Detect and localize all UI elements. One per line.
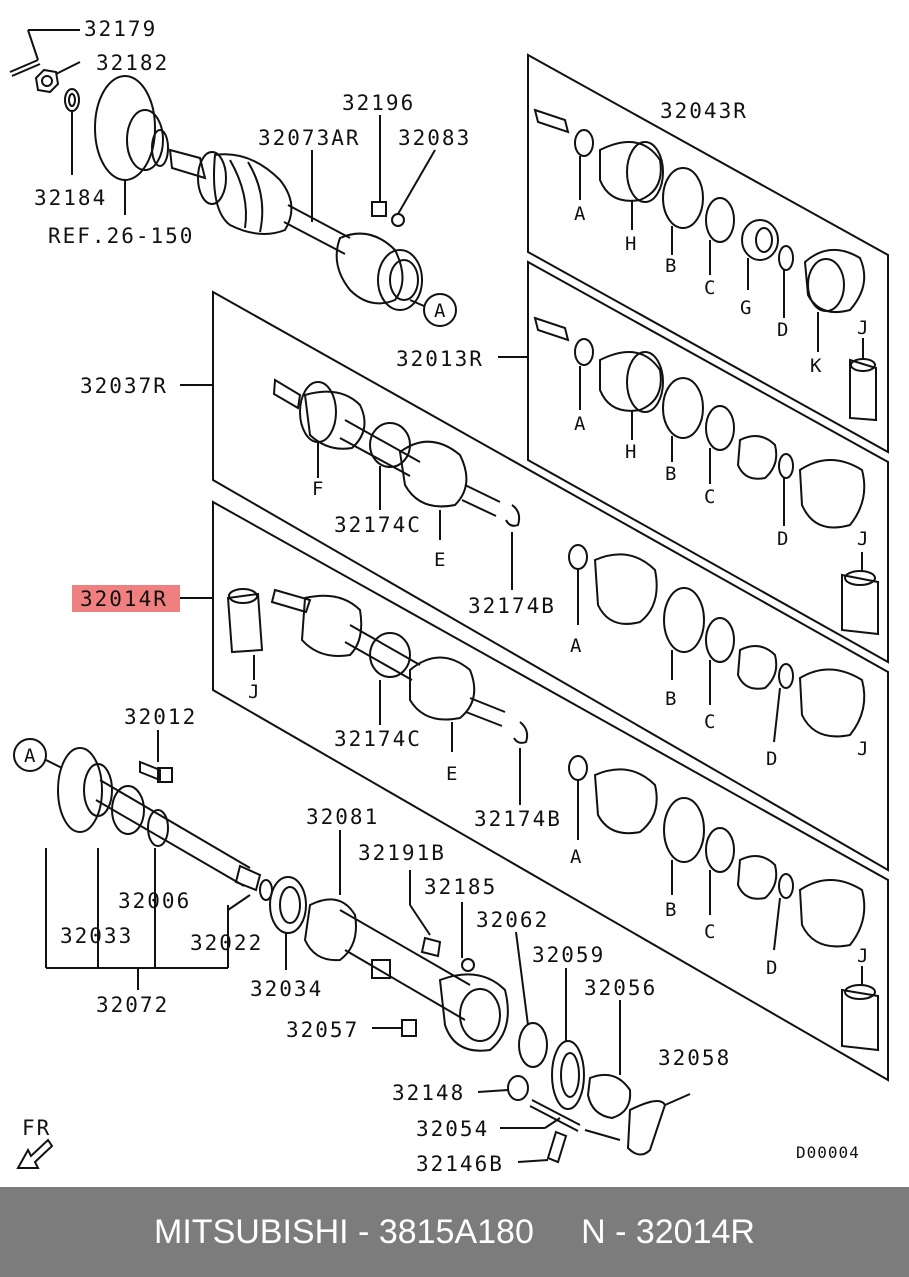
- letter-a-2: A: [574, 413, 586, 435]
- letter-j-1: J: [857, 317, 868, 339]
- label-32083: 32083: [398, 126, 471, 150]
- letter-d-4: D: [766, 957, 777, 979]
- letter-d-3: D: [766, 748, 777, 770]
- letter-a-ref-bottom: A: [24, 745, 36, 767]
- label-32182: 32182: [96, 51, 169, 75]
- letter-j-3: J: [857, 738, 868, 760]
- letter-a-3: A: [570, 635, 582, 657]
- letter-f-3: F: [312, 478, 323, 500]
- seal-32034: [269, 876, 307, 970]
- panel-32013R: [527, 260, 889, 664]
- letter-e-4: E: [446, 763, 457, 785]
- letter-g-1: G: [740, 297, 751, 319]
- split-pin-32179: [9, 29, 80, 77]
- label-32191B: 32191B: [358, 841, 446, 865]
- letter-a-4: A: [570, 846, 582, 868]
- letter-b-3: B: [665, 688, 676, 710]
- panel1-parts: [533, 108, 866, 352]
- intermediate-shaft-32072: [13, 730, 273, 990]
- letter-h-1: H: [625, 233, 636, 255]
- letter-k-1: K: [810, 355, 822, 377]
- label-32014R: 32014R: [80, 587, 168, 611]
- panel3-parts: [568, 544, 879, 743]
- label-32072: 32072: [96, 993, 169, 1017]
- panel-32043R: [527, 53, 889, 454]
- label-32054: 32054: [416, 1117, 489, 1141]
- letter-d-1: D: [777, 319, 788, 341]
- label-32174B-a: 32174B: [468, 594, 556, 618]
- letter-j-4: J: [857, 945, 868, 967]
- nut-32182: [34, 61, 81, 94]
- label-32037R: 32037R: [80, 374, 168, 398]
- letter-b-4: B: [665, 899, 676, 921]
- label-32196: 32196: [342, 91, 415, 115]
- washer-32083: [391, 149, 436, 227]
- nut-32196: [371, 115, 387, 217]
- label-32033: 32033: [60, 924, 133, 948]
- letter-c-3: C: [704, 711, 715, 733]
- label-32056: 32056: [584, 976, 657, 1000]
- transfer-housing: [303, 830, 691, 1164]
- label-32022: 32022: [190, 931, 263, 955]
- label-ref: REF.26-150: [48, 224, 194, 248]
- label-32148: 32148: [392, 1081, 465, 1105]
- driveshaft-32073AR: [168, 148, 423, 311]
- label-32058: 32058: [658, 1046, 731, 1070]
- letter-j-4-left: J: [248, 681, 259, 703]
- panel3-assembly: [180, 378, 521, 590]
- letter-b-1: B: [665, 255, 676, 277]
- label-code: D00004: [796, 1143, 860, 1162]
- panel4-parts: [568, 755, 879, 1052]
- letter-d-2: D: [777, 528, 788, 550]
- letter-c-4: C: [704, 921, 715, 943]
- panel-32014R: [212, 500, 889, 1082]
- label-32174B-b: 32174B: [474, 807, 562, 831]
- panel4-assembly: [180, 588, 529, 805]
- letter-c-2: C: [704, 486, 715, 508]
- label-32062: 32062: [476, 908, 549, 932]
- label-32179: 32179: [84, 17, 157, 41]
- label-32073AR: 32073AR: [258, 126, 361, 150]
- label-32012: 32012: [124, 705, 197, 729]
- letter-e-3: E: [434, 549, 445, 571]
- label-32146B: 32146B: [416, 1152, 504, 1176]
- label-32006: 32006: [118, 889, 191, 913]
- hub-flange: [94, 75, 169, 215]
- ref-circle-a-top: [409, 293, 457, 327]
- panel2-parts: [533, 316, 877, 529]
- panel-32037R: [212, 290, 889, 872]
- label-32174C-a: 32174C: [334, 513, 422, 537]
- washer-32184: [64, 88, 80, 175]
- parts-diagram: 32179 32182 32184 REF.26-150 32196 32073…: [9, 17, 889, 1176]
- letter-b-2: B: [665, 463, 676, 485]
- letter-a-ref-top: A: [434, 300, 446, 322]
- label-32043R: 32043R: [660, 99, 748, 123]
- label-32013R: 32013R: [396, 347, 484, 371]
- letter-h-2: H: [625, 441, 636, 463]
- letter-a-1: A: [574, 203, 586, 225]
- label-32174C-b: 32174C: [334, 727, 422, 751]
- label-32034: 32034: [250, 977, 323, 1001]
- highlight-box: [72, 585, 180, 612]
- label-32184: 32184: [34, 186, 107, 210]
- letter-c-1: C: [704, 277, 715, 299]
- label-32059: 32059: [532, 943, 605, 967]
- letter-j-2: J: [857, 528, 868, 550]
- label-32057: 32057: [286, 1018, 359, 1042]
- footer-bar: MITSUBISHI - 3815A180 N - 32014R: [0, 1187, 909, 1277]
- label-32185: 32185: [424, 875, 497, 899]
- fr-arrow: [16, 1138, 54, 1169]
- label-fr: FR: [22, 1116, 51, 1140]
- footer-text: MITSUBISHI - 3815A180 N - 32014R: [154, 1212, 755, 1251]
- label-32081: 32081: [306, 805, 379, 829]
